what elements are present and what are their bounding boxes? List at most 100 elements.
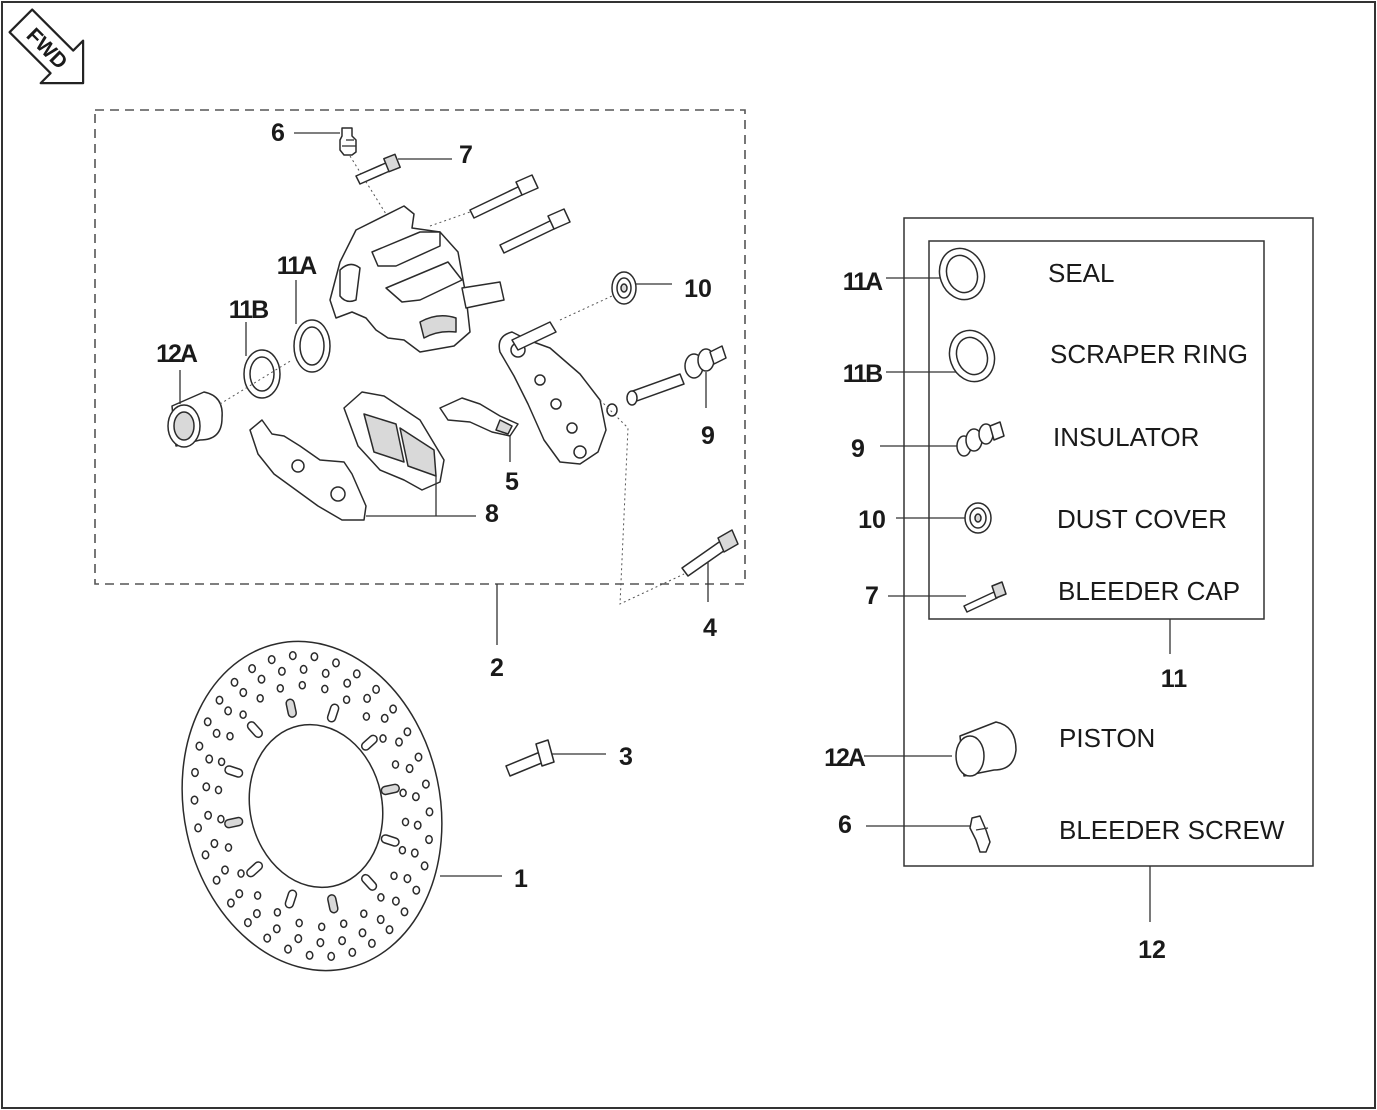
disc-hole <box>352 669 361 679</box>
disc-hole <box>256 693 264 703</box>
disc-hole <box>339 919 348 929</box>
disc-slot <box>284 889 298 909</box>
scraper-ring-icon <box>948 329 996 383</box>
callout-5: 5 <box>505 468 519 496</box>
legend-item-bleeder-cap: 7 BLEEDER CAP <box>865 576 1240 613</box>
disc-hole <box>226 898 235 908</box>
legend-item-scraper-ring: 11B SCRAPER RING <box>843 329 1248 388</box>
callout-11b: 11B <box>229 296 268 324</box>
disc-hole <box>380 713 389 723</box>
disc-hole <box>210 838 219 849</box>
slide-pins <box>469 174 571 254</box>
disc-hole <box>217 757 226 767</box>
caliper-assembly-box <box>94 109 746 585</box>
disc-hole <box>195 741 204 751</box>
disc-hole <box>215 695 224 705</box>
fwd-badge: FWD <box>8 8 85 85</box>
disc-slot <box>326 703 340 723</box>
caliper-bracket-part <box>498 321 607 465</box>
callout-3: 3 <box>619 743 633 771</box>
disc-hole <box>363 693 372 703</box>
disc-hole <box>360 909 368 919</box>
disc-hole <box>273 907 282 917</box>
callout-7: 7 <box>459 141 473 169</box>
disc-hole <box>321 684 329 694</box>
disc-hole <box>395 737 403 747</box>
legend-item-dust-cover: 10 DUST COVER <box>858 502 1227 534</box>
callout-6: 6 <box>271 119 285 147</box>
bleeder-cap-part <box>355 153 401 185</box>
disc-hole <box>399 788 407 798</box>
disc-hole <box>421 779 430 789</box>
disc-slot <box>380 834 400 847</box>
disc-slot <box>380 783 400 796</box>
legend-name-insulator: INSULATOR <box>1053 422 1199 452</box>
disc-hole <box>267 655 276 665</box>
disc-hole <box>204 810 213 820</box>
legend-item-bleeder-screw: 6 BLEEDER SCREW <box>838 811 1285 853</box>
disc-slot <box>224 816 244 829</box>
callout-1: 1 <box>514 865 528 893</box>
disc-hole <box>253 891 262 900</box>
brake-disc-part <box>181 640 443 972</box>
brake-pads-part <box>249 391 445 521</box>
disc-hole <box>385 925 394 935</box>
disc-hole <box>367 938 376 948</box>
disc-hole <box>348 947 357 957</box>
disc-hole <box>217 814 225 824</box>
disc-hole <box>191 767 199 778</box>
disc-hole <box>391 760 400 769</box>
disc-hole <box>362 712 371 721</box>
callout-10: 10 <box>684 275 712 303</box>
forward-arrow-icon <box>8 8 85 85</box>
disc-hole <box>239 687 248 698</box>
disc-hole <box>299 664 308 674</box>
legend-name-seal: SEAL <box>1048 258 1115 288</box>
callout-9: 9 <box>701 422 715 450</box>
legend-item-insulator: 9 INSULATOR <box>851 421 1199 463</box>
disc-hole <box>372 684 381 694</box>
callout-12a: 12A <box>156 340 198 368</box>
legend-name-scraper-ring: SCRAPER RING <box>1050 339 1248 369</box>
disc-hole <box>411 792 420 802</box>
disc-hole <box>263 933 272 943</box>
disc-hole <box>239 710 247 719</box>
disc-hole <box>257 674 266 684</box>
disc-hole <box>212 875 221 885</box>
disc-hole <box>277 666 286 676</box>
disc-hole <box>201 850 210 860</box>
disc-hole <box>230 677 239 687</box>
disc-hole <box>412 885 421 895</box>
disc-hole <box>327 951 336 961</box>
disc-hole <box>425 834 433 845</box>
disc-hole <box>377 893 385 902</box>
disc-hole <box>398 845 407 855</box>
disc-hole <box>403 727 412 737</box>
kit-11-box <box>928 240 1265 620</box>
disc-hole <box>221 865 229 875</box>
disc-hole <box>194 823 203 833</box>
disc-hole <box>237 869 245 878</box>
legend-item-seal: 11A SEAL <box>843 247 1115 301</box>
disc-hole <box>376 914 385 925</box>
bleeder-screw-part <box>339 127 357 156</box>
dust-cover-icon <box>964 502 992 534</box>
disc-slot <box>224 765 244 778</box>
insulator-part <box>606 345 727 417</box>
insulator-icon <box>956 421 1005 457</box>
legend-ref-11b: 11B <box>843 360 882 388</box>
disc-hole <box>317 922 326 932</box>
disc-hole <box>205 754 214 764</box>
piston-part <box>167 391 223 448</box>
seal-part <box>293 319 331 373</box>
disc-hole <box>321 668 330 678</box>
legend-ref-10: 10 <box>858 506 886 534</box>
disc-hole <box>202 782 211 792</box>
disc-hole <box>226 731 234 741</box>
bleeder-cap-icon <box>963 581 1007 613</box>
disc-slot <box>285 698 297 718</box>
disc-hole <box>248 664 257 674</box>
legend-name-bleeder-cap: BLEEDER CAP <box>1058 576 1240 606</box>
